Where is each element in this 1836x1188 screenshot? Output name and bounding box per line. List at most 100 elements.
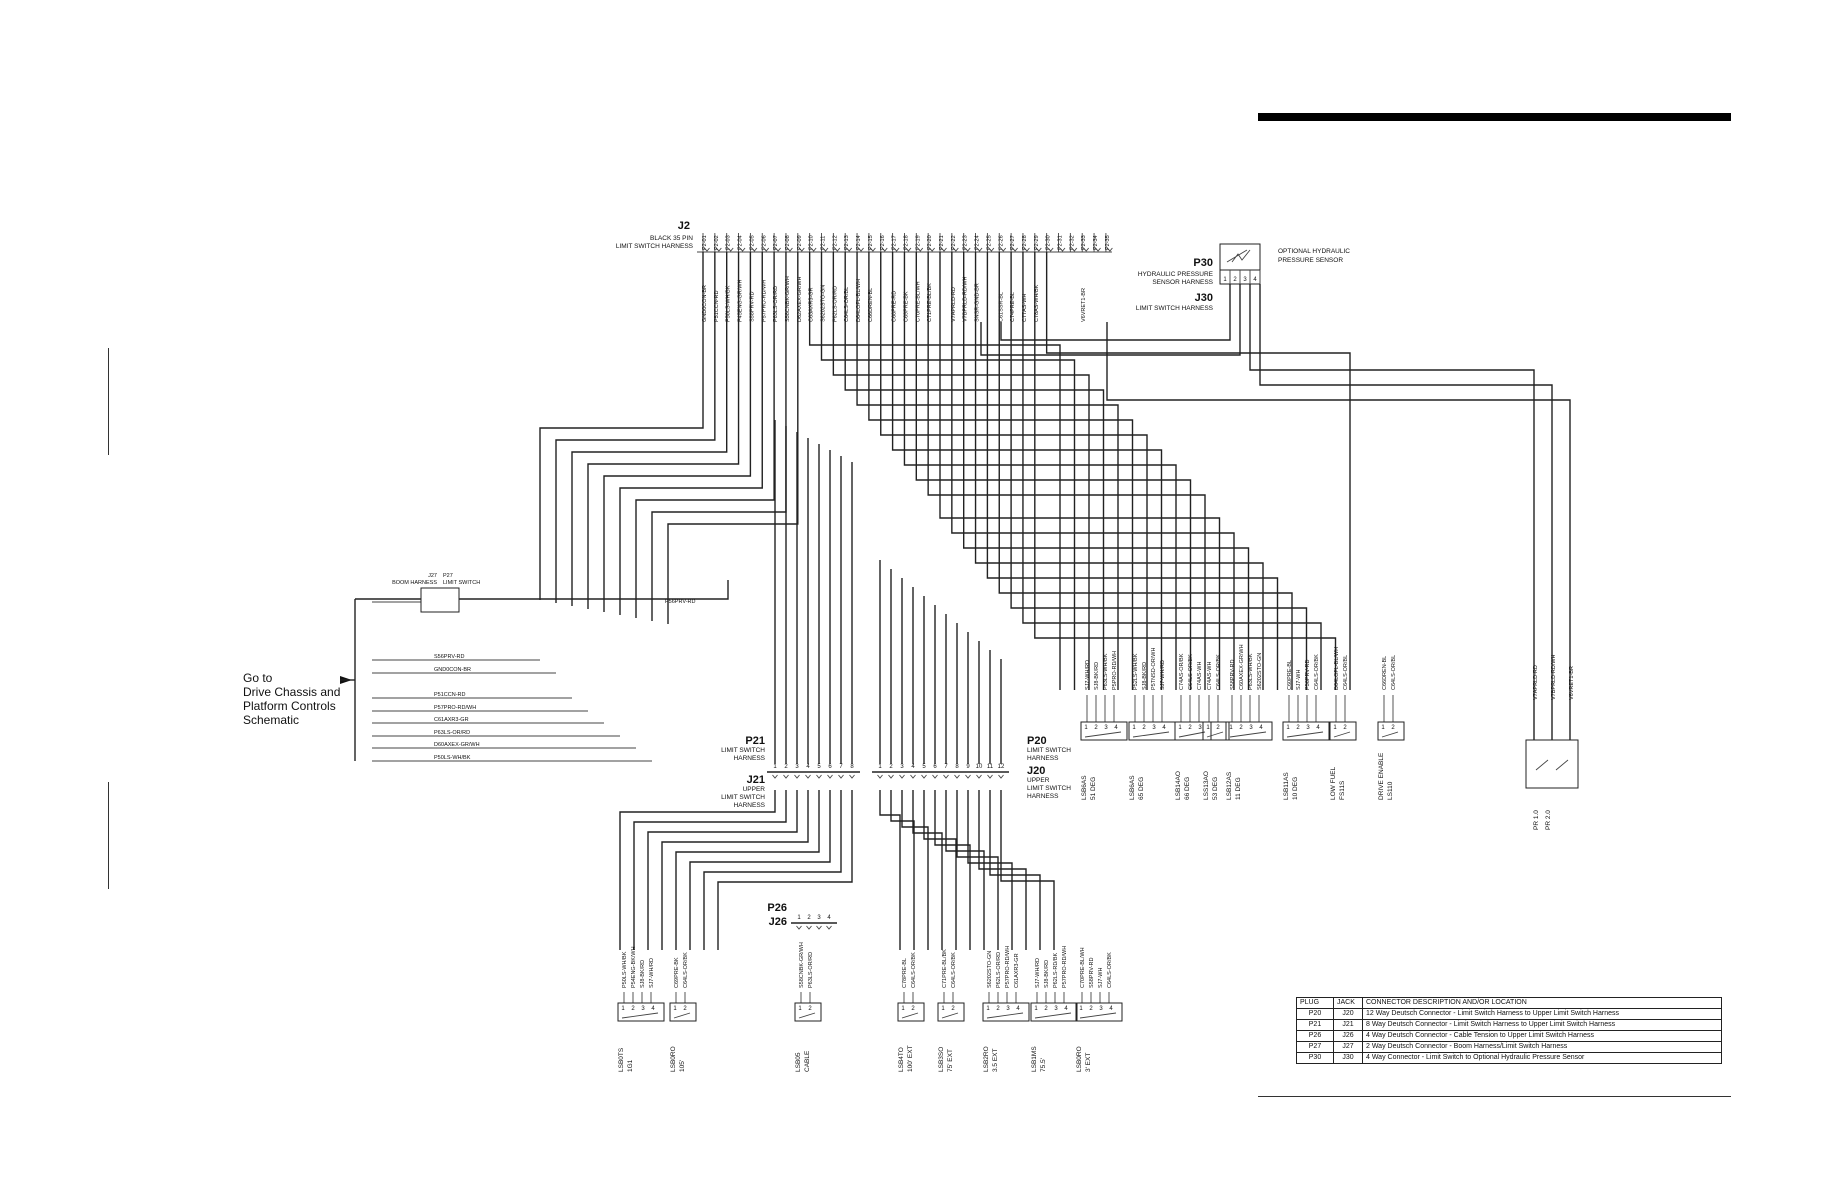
bottom-switch-wire-label: C61AXR3-GR: [1014, 953, 1020, 988]
j2-pin-label: P2-30: [1046, 235, 1052, 250]
table-cell-jack: J27: [1333, 1041, 1363, 1053]
bottom-switch-name: LSB2RO: [983, 1046, 990, 1072]
j2-pin-label: P2-21: [939, 235, 945, 250]
bottom-switch-angle: 3' EXT: [1085, 1053, 1092, 1072]
j2-sub1: BLACK 35 PIN: [650, 235, 693, 242]
table-row: P26 J26 4 Way Deutsch Connector - Cable …: [1296, 1030, 1722, 1042]
pressure-switch-name: PR 2.0: [1545, 810, 1552, 830]
wire-to-bottom-switch: [647, 790, 798, 950]
j2-pin-label: P2-18: [903, 235, 909, 250]
right-switch-wire-label: S6202STO-GN: [1257, 653, 1263, 690]
j27-left2: BOOM HARNESS: [392, 580, 437, 586]
p21-name: P21: [745, 735, 765, 747]
wire-to-bottom-switch: [879, 790, 901, 950]
j2-connector: P2-01GND0CON-BRP2-02P51CCN-RDP2-03P50LS-…: [697, 233, 1113, 322]
p20-pin-chevron: [932, 774, 938, 779]
right-switch-wire-label: C66DREN-BL: [1382, 656, 1388, 690]
bottom-switch-wire-label: S58PRV-RD: [1089, 958, 1095, 988]
j2-pin-label: P2-08: [785, 235, 791, 250]
j2-pin-chevron: [953, 247, 959, 252]
pressure-switch-contact: [1535, 759, 1569, 771]
wire-to-bottom-switch: [661, 790, 809, 950]
j2-pin-chevron: [751, 247, 758, 252]
right-switch-wire-label: C74AS-OR/BK: [1179, 653, 1185, 690]
bottom-switch-wire-label: C78PRE-BL: [902, 958, 908, 988]
right-switch-wire-label: P5TNSD-OR/WH: [1151, 648, 1157, 691]
j27-right1: P27: [443, 573, 453, 579]
bottom-switch-contact: [901, 1012, 919, 1019]
p20-pin-number: 10: [976, 764, 983, 770]
j2-wire-label: P57PRO-RD/WH: [761, 280, 767, 322]
p20-sub2: HARNESS: [1027, 755, 1059, 762]
connector-table: PLUG JACK CONNECTOR DESCRIPTION AND/OR L…: [1296, 997, 1722, 1064]
j2-pin-label: P2-09: [797, 235, 803, 250]
j2-pin-chevron: [739, 247, 746, 252]
j2-pin-label: P2-27: [1010, 235, 1016, 250]
right-switch-wire-label: C64LS-OR/BL: [1391, 655, 1397, 690]
p30-title2: PRESSURE SENSOR: [1278, 257, 1343, 264]
table-cell-plug: P27: [1296, 1041, 1334, 1053]
bottom-switch-contact: [798, 1012, 816, 1019]
j2-pin-label: P2-22: [951, 235, 957, 250]
wire-to-bottom-switch: [675, 790, 820, 950]
left-wire-label: P50LS-WH/BK: [434, 755, 471, 761]
right-switch-name: LSB14AO: [1175, 771, 1182, 800]
p30-name: P30: [1193, 257, 1213, 269]
bottom-switch-name: LSB0TS: [618, 1047, 625, 1072]
j2-pin-chevron: [1059, 247, 1066, 252]
j2-pin-chevron: [988, 247, 995, 252]
left-wire-label: P51CCN-RD: [434, 692, 466, 698]
right-switch-contact: [1286, 731, 1324, 738]
bottom-switch-contact: [673, 1012, 691, 1019]
table-cell-description: 4 Way Connector - Limit Switch to Option…: [1362, 1052, 1722, 1064]
right-switch-pin-number: 2: [1142, 725, 1146, 731]
right-switch-name: LSB11AS: [1283, 772, 1290, 800]
j2-wire-label: C66DREN-BL: [868, 288, 874, 322]
bottom-switch-wire-label: P57PRO-RD/WH: [1062, 946, 1068, 988]
table-row: P27 J27 2 Way Deutsch Connector - Boom H…: [1296, 1041, 1722, 1053]
table-header-description: CONNECTOR DESCRIPTION AND/OR LOCATION: [1362, 997, 1722, 1009]
j2-pin-chevron: [893, 247, 900, 252]
right-switch-angle: 53 DEG: [1212, 777, 1219, 800]
right-switch-wire-label: C64LS-OR/BL: [1343, 655, 1349, 690]
j20-sub1: UPPER: [1027, 777, 1050, 784]
bottom-switch-wire-label: C71PRE-BL/BK: [942, 949, 948, 988]
p21-pin-chevron: [816, 774, 822, 779]
right-switch-wire-label: SJ7-WH/RD: [1085, 660, 1091, 690]
right-switch-wire-label: SJ7-WH/RD: [1160, 660, 1166, 690]
wire-left-bundle: [603, 252, 752, 612]
p21-pin-chevron: [772, 774, 778, 779]
sensor-symbol: [1226, 249, 1251, 263]
j2-pin-label: P2-11: [821, 236, 827, 250]
right-switch-name: DRIVE ENABLE: [1378, 752, 1385, 800]
p21-pin-chevron: [827, 774, 833, 779]
j26-name: J26: [769, 916, 787, 928]
wire-to-bottom-switch: [956, 790, 999, 950]
j2-pin-label: P2-19: [915, 235, 921, 250]
j2-pin-label: P2-33: [1081, 235, 1087, 250]
j2-wire-label: V7BPRLD-RD/WH: [963, 276, 969, 322]
right-switch-name: LSS13AO: [1203, 771, 1210, 800]
p21-sub2: HARNESS: [734, 755, 766, 762]
right-switch-angle: 10 DEG: [1292, 777, 1299, 800]
table-cell-plug: P26: [1296, 1030, 1334, 1042]
right-switch-body: [1282, 721, 1330, 741]
right-switch-wire-label: P56PRV-RD: [1305, 660, 1311, 690]
right-switch-wire-label: C74AS-WH: [1207, 662, 1213, 690]
bottom-switch-pin-number: 1: [941, 1006, 945, 1012]
goto-line3: Platform Controls: [243, 699, 336, 713]
p26-pin-chevron: [816, 925, 822, 930]
right-switch-contact: [1206, 731, 1224, 738]
right-switch-body: [1202, 721, 1230, 741]
bottom-switch-body: [1075, 1002, 1123, 1022]
j2-pin-chevron: [787, 247, 793, 252]
bottom-switch-wire-label: P50LS-WH/BK: [622, 951, 628, 988]
wire-to-bottom-switch: [689, 790, 831, 950]
j2-pin-chevron: [822, 247, 829, 252]
left-wire-labels: S56PRV-RDGND0CON-BRP51CCN-RDP57PRO-RD/WH…: [434, 654, 480, 761]
bottom-switch-pin-number: 2: [1089, 1006, 1093, 1012]
j2-pin-chevron: [846, 247, 853, 252]
bottom-switch-contact: [1079, 1012, 1117, 1019]
wire-to-bottom-switch: [912, 790, 943, 950]
